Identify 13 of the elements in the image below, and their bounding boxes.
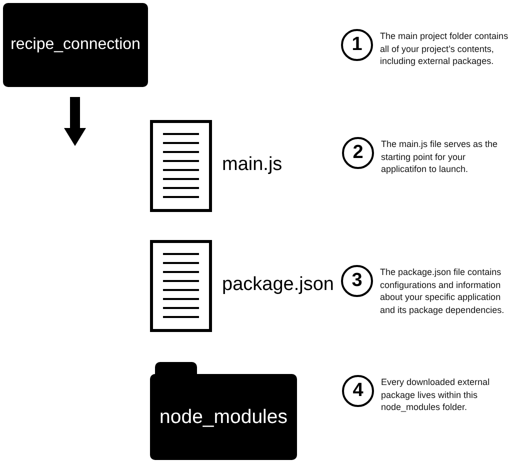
folder-name-label: node_modules xyxy=(158,406,288,429)
step-number-circle: 1 xyxy=(341,29,373,61)
step-number-circle: 3 xyxy=(341,265,373,297)
project-folder-block xyxy=(3,3,148,87)
step-number-circle: 2 xyxy=(342,137,374,169)
step-description: The package.json file contains configurations and information about your specific application and its package dependencies. xyxy=(380,266,506,316)
step-number-circle: 4 xyxy=(342,375,374,407)
file-name-label: package.json xyxy=(222,274,334,296)
file-name-label: main.js xyxy=(222,154,282,176)
step-description: Every downloaded external package lives within this node_modules folder. xyxy=(381,376,491,414)
step-description: The main project folder contains all of your project’s contents, including external packages. xyxy=(380,30,510,68)
step-description: The main.js file serves as the starting point for your applicatifon to launch. xyxy=(381,138,499,176)
folder-name-label: recipe_connection xyxy=(10,36,140,54)
